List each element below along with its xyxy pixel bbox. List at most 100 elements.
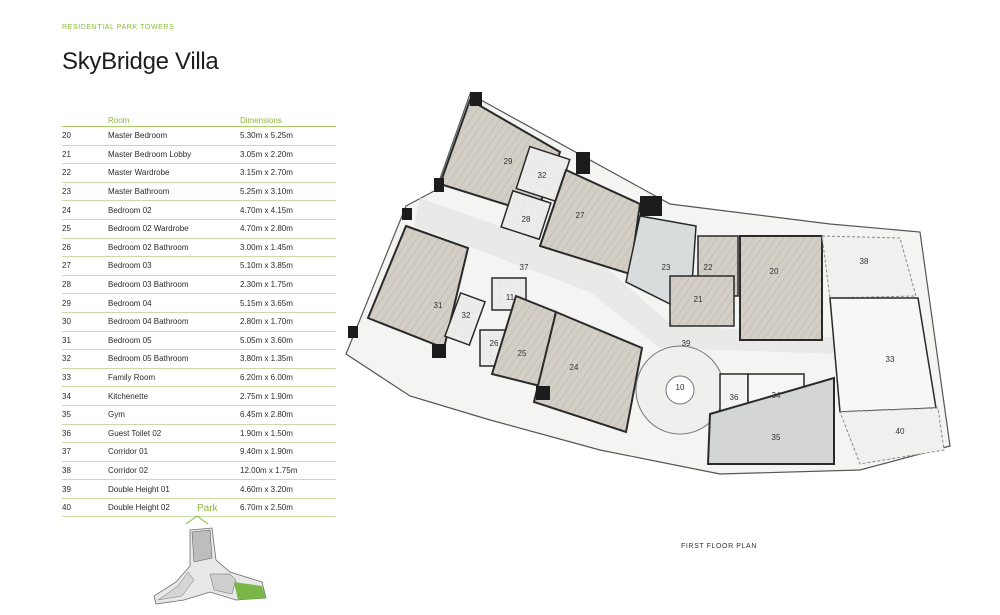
room-dimensions-cell: 1.90m x 1.50m [240, 424, 336, 444]
column [576, 152, 590, 174]
column [348, 326, 358, 338]
room-number: 10 [676, 383, 685, 392]
room-number: 37 [520, 263, 529, 272]
room-number: 32 [538, 171, 547, 180]
room-dimensions-cell: 4.60m x 3.20m [240, 479, 336, 499]
room-number-cell: 20 [62, 126, 108, 146]
room-39-double-height [821, 235, 917, 299]
room-number: 36 [730, 393, 739, 402]
room-dimensions-cell: 2.30m x 1.75m [240, 275, 336, 295]
column [434, 178, 444, 192]
room-dimensions-cell: 5.10m x 3.85m [240, 256, 336, 276]
room-dimensions-cell: 2.80m x 1.70m [240, 312, 336, 332]
room-number-cell: 28 [62, 275, 108, 295]
room-21-master-lobby [669, 275, 735, 327]
room-40-double-height [839, 407, 945, 465]
room-dimensions-cell: 6.20m x 6.00m [240, 368, 336, 388]
room-name-cell: Bedroom 02 Bathroom [108, 238, 240, 258]
room-35-gym [706, 376, 835, 465]
room-name-cell: Guest Toilet 02 [108, 424, 240, 444]
room-dimensions-cell: 2.75m x 1.90m [240, 386, 336, 406]
park-direction-icon [185, 515, 209, 525]
column-header-dimensions: Dimensions [240, 114, 336, 127]
room-number-cell: 33 [62, 368, 108, 388]
room-dimensions-cell: 4.70m x 4.15m [240, 200, 336, 220]
room-number: 35 [772, 433, 781, 442]
key-plan: Park [153, 503, 267, 605]
room-dimensions-cell: 5.05m x 3.60m [240, 331, 336, 351]
room-dimensions-cell: 9.40m x 1.90m [240, 442, 336, 462]
room-dimensions-cell: 3.15m x 2.70m [240, 163, 336, 183]
room-name-cell: Bedroom 04 Bathroom [108, 312, 240, 332]
room-number-cell: 24 [62, 200, 108, 220]
room-name-cell: Bedroom 02 [108, 200, 240, 220]
room-number: 11 [506, 293, 515, 302]
room-number: 31 [434, 301, 443, 310]
column-header-number [62, 114, 108, 127]
room-number-cell: 38 [62, 461, 108, 481]
room-name-cell: Master Bedroom [108, 126, 240, 146]
room-number: 33 [886, 355, 895, 364]
table-header-row: Room Dimensions [62, 114, 336, 127]
room-number: 39 [682, 339, 691, 348]
room-number-labels: 29 32 28 27 23 22 21 20 38 33 40 37 39 3… [434, 157, 905, 442]
room-dimensions-cell: 3.05m x 2.20m [240, 145, 336, 165]
room-name-cell: Corridor 01 [108, 442, 240, 462]
room-dimensions-cell: 4.70m x 2.80m [240, 219, 336, 239]
room-number-cell: 27 [62, 256, 108, 276]
room-name-cell: Master Wardrobe [108, 163, 240, 183]
room-number-cell: 34 [62, 386, 108, 406]
room-number: 32 [462, 311, 471, 320]
room-name-cell: Bedroom 03 [108, 256, 240, 276]
room-number-cell: 22 [62, 163, 108, 183]
room-number-cell: 29 [62, 293, 108, 313]
room-number-cell: 36 [62, 424, 108, 444]
room-name-cell: Double Height 02 [108, 498, 240, 518]
room-number: 38 [860, 257, 869, 266]
room-name-cell: Corridor 02 [108, 461, 240, 481]
room-number: 20 [770, 267, 779, 276]
room-name-cell: Bedroom 03 Bathroom [108, 275, 240, 295]
room-number-cell: 23 [62, 182, 108, 202]
room-number: 29 [504, 157, 513, 166]
room-dimensions-cell: 5.30m x 5.25m [240, 126, 336, 146]
park-label: Park [197, 503, 219, 514]
room-number: 22 [704, 263, 713, 272]
floor-plan-label: FIRST FLOOR PLAN [681, 543, 757, 550]
corridor-37 [414, 198, 840, 354]
room-33-family-room [829, 297, 937, 413]
room-number-cell: 30 [62, 312, 108, 332]
column [432, 344, 446, 358]
room-name-cell: Master Bedroom Lobby [108, 145, 240, 165]
room-number: 21 [694, 295, 703, 304]
room-number-cell: 35 [62, 405, 108, 425]
room-name-cell: Bedroom 04 [108, 293, 240, 313]
room-dimensions-cell: 5.25m x 3.10m [240, 182, 336, 202]
floor-plan: 29 32 28 27 23 22 21 20 38 33 40 37 39 3… [345, 92, 951, 475]
room-number-cell: 39 [62, 479, 108, 499]
stair-core [665, 375, 695, 405]
room-20-master-bedroom [739, 235, 823, 341]
room-name-cell: Bedroom 05 [108, 331, 240, 351]
column [402, 208, 412, 220]
key-plan-highlight [234, 582, 266, 600]
room-dimensions-cell: 6.70m x 2.50m [240, 498, 336, 518]
room-name-cell: Double Height 01 [108, 479, 240, 499]
room-name-cell: Bedroom 05 Bathroom [108, 349, 240, 369]
column [536, 386, 550, 400]
